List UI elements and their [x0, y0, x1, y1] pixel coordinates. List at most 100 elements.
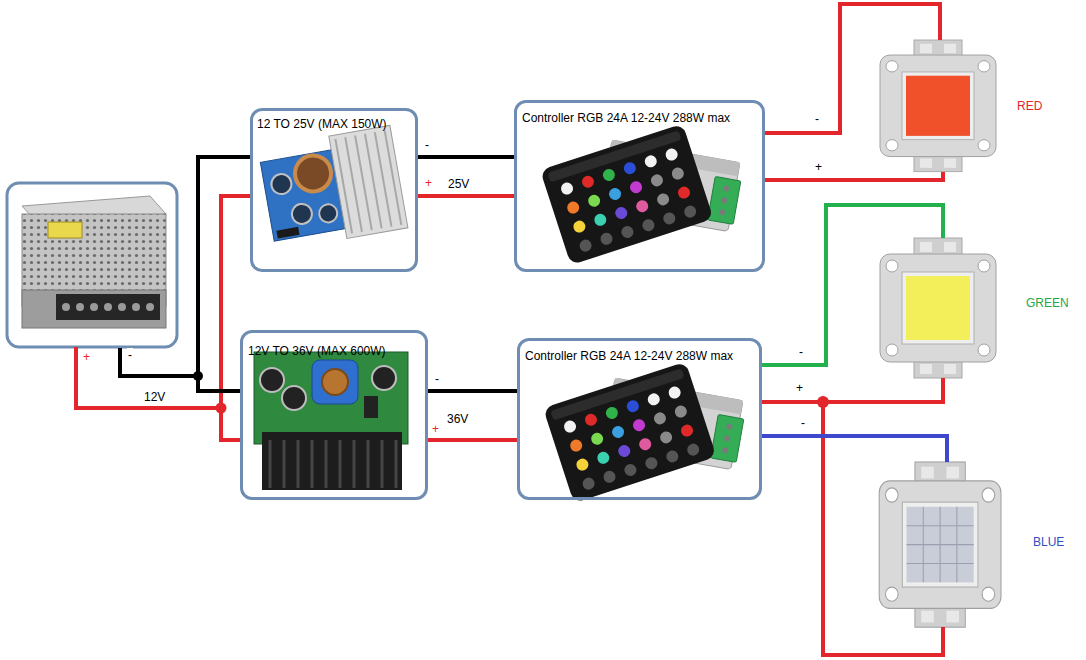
wire — [765, 172, 943, 180]
wire — [765, 4, 940, 133]
red-led — [906, 76, 970, 136]
wire-label: - — [434, 372, 440, 386]
boost-board — [395, 440, 398, 488]
buck-boost-board — [385, 130, 402, 225]
converter-box: 12V TO 36V (MAX 600W) — [240, 330, 428, 500]
wire — [418, 155, 514, 159]
led-module: GREEN — [876, 238, 1000, 378]
color-label: GREEN — [1026, 296, 1069, 310]
power-supply — [62, 303, 70, 311]
box-title: Controller RGB 24A 12-24V 288W max — [522, 111, 730, 125]
supply-wires — [76, 157, 829, 440]
buck-boost-board — [318, 203, 339, 224]
rgb-controller — [540, 124, 714, 265]
wire-label: - — [424, 138, 430, 152]
boost-board — [283, 440, 286, 488]
wire-label: 36V — [446, 412, 469, 426]
power-supply — [146, 303, 154, 311]
wire-label: + — [814, 160, 823, 174]
boost-board — [260, 368, 284, 392]
boost-board — [367, 440, 370, 488]
boost-board — [269, 440, 272, 488]
boost-board — [325, 440, 328, 488]
power-supply — [7, 183, 177, 347]
buck-boost-board — [335, 139, 352, 234]
wire-label: + — [795, 381, 804, 395]
boost-board — [311, 440, 314, 488]
converter-box: 12 TO 25V (MAX 150W) — [250, 108, 418, 272]
terminal-sign: + — [82, 350, 91, 364]
buck-boost-board — [292, 153, 334, 195]
wire-label: - — [798, 345, 804, 359]
buck-boost-board — [270, 172, 293, 195]
supply-wires — [216, 403, 227, 414]
power-supply — [118, 303, 126, 311]
boost-board — [254, 352, 408, 444]
led-module: BLUE — [875, 462, 1005, 627]
rgb-controller — [543, 362, 717, 503]
boost-board — [353, 440, 356, 488]
boost-board — [297, 440, 300, 488]
wire — [418, 194, 514, 198]
boost-board — [381, 440, 384, 488]
power-supply — [132, 303, 140, 311]
blue-led — [907, 507, 974, 583]
wire-label: 25V — [447, 177, 470, 191]
rgb-controller — [540, 124, 744, 265]
rgb-controller — [543, 362, 747, 503]
box-title: 12 TO 25V (MAX 150W) — [257, 117, 387, 131]
wire — [428, 438, 517, 442]
power-supply — [22, 290, 166, 328]
buck-boost-board — [375, 132, 392, 227]
voltage-label: 12V — [143, 390, 166, 404]
buck-boost-board — [290, 202, 313, 225]
buck-boost-board — [258, 125, 408, 251]
boost-board — [254, 352, 408, 490]
wire — [762, 402, 943, 655]
wire — [762, 436, 947, 462]
buck-boost-board — [329, 125, 408, 238]
boost-board — [322, 369, 348, 395]
boost-board — [312, 360, 358, 404]
blue-led — [879, 462, 1001, 627]
boost-board — [262, 432, 402, 490]
power-supply — [90, 303, 98, 311]
power-supply — [48, 222, 82, 238]
blue-led — [907, 507, 974, 583]
power-supply — [104, 303, 112, 311]
controller-box: Controller RGB 24A 12-24V 288W max — [517, 338, 762, 500]
boost-board — [339, 440, 342, 488]
wire-label: - — [800, 416, 806, 430]
buck-boost-board — [365, 134, 382, 229]
red-led — [880, 40, 996, 172]
wire — [762, 378, 943, 402]
terminal-sign: + — [431, 422, 440, 436]
wire — [762, 205, 943, 365]
buck-boost-board — [276, 227, 299, 239]
green-led — [880, 238, 996, 378]
boost-board — [282, 386, 306, 410]
color-label: RED — [1017, 99, 1042, 113]
power-supply — [56, 294, 160, 320]
green-led — [906, 276, 970, 340]
terminal-sign: - — [127, 348, 133, 362]
blue-led — [879, 462, 1001, 627]
box-title: 12V TO 36V (MAX 600W) — [248, 344, 386, 358]
power-supply — [76, 303, 84, 311]
controller-box: Controller RGB 24A 12-24V 288W max — [514, 100, 765, 272]
green-led — [880, 238, 996, 378]
supply-wires — [120, 157, 250, 391]
buck-boost-board — [355, 136, 372, 231]
supply-wires — [76, 196, 250, 440]
power-supply — [7, 183, 177, 347]
boost-board — [372, 366, 396, 390]
led-module: RED — [876, 40, 1000, 172]
red-led — [880, 40, 996, 172]
buck-boost-board — [345, 137, 362, 232]
boost-board — [364, 396, 378, 418]
wire-label: - — [814, 112, 820, 126]
supply-wires — [193, 371, 203, 381]
box-title: Controller RGB 24A 12-24V 288W max — [525, 349, 733, 363]
color-label: BLUE — [1033, 535, 1064, 549]
